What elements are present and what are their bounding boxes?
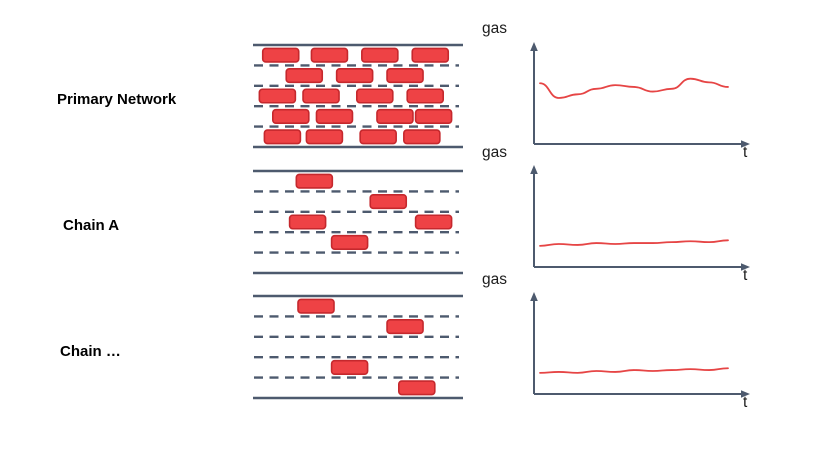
transaction-block [406, 88, 444, 104]
lane-diagram-chain-ellipsis [253, 294, 463, 400]
transaction-block [302, 88, 340, 104]
transaction-block [271, 108, 310, 124]
transaction-block [361, 47, 399, 63]
transaction-block [258, 88, 297, 104]
transaction-block [398, 380, 436, 396]
transaction-block [330, 234, 369, 250]
lane-diagram-primary [253, 43, 463, 149]
transaction-block [335, 68, 374, 84]
lane-diagram-chain-a [253, 169, 463, 275]
t-axis-label: t [743, 394, 748, 411]
transaction-block [386, 319, 424, 335]
row-label-chain-a: Chain A [63, 217, 120, 234]
transaction-block [359, 129, 397, 145]
transaction-block [376, 108, 414, 124]
transaction-block [369, 194, 408, 210]
gas-chart-primary [530, 42, 750, 148]
gas-axis-label: gas [482, 20, 507, 37]
transaction-block [414, 108, 453, 124]
transaction-block [297, 298, 335, 314]
transaction-block [403, 129, 441, 145]
transaction-block [305, 129, 344, 145]
t-axis-label: t [743, 144, 748, 161]
y-axis-arrow-icon [530, 42, 538, 51]
x-axis-arrow-icon [741, 390, 750, 398]
y-axis-arrow-icon [530, 165, 538, 174]
transaction-block [411, 47, 450, 63]
t-axis-label: t [743, 267, 748, 284]
transaction-block [315, 108, 354, 124]
gas-curve [539, 367, 729, 374]
gas-chart-chain-ellipsis [530, 292, 750, 398]
transaction-block [288, 214, 327, 230]
transaction-block [261, 47, 300, 63]
row-label-primary-network: Primary Network [57, 91, 177, 108]
transaction-block [330, 359, 369, 375]
gas-axis-label: gas [482, 271, 507, 288]
transaction-block [386, 68, 424, 84]
transaction-block [310, 47, 349, 63]
gas-chart-chain-a [530, 165, 750, 271]
transaction-block [356, 88, 394, 104]
row-label-chain-ellipsis: Chain … [60, 343, 121, 360]
y-axis-arrow-icon [530, 292, 538, 301]
gas-curve [539, 239, 729, 247]
transaction-block [285, 68, 324, 84]
gas-curve [539, 77, 729, 99]
gas-axis-label: gas [482, 144, 507, 161]
x-axis-arrow-icon [741, 263, 750, 271]
x-axis-arrow-icon [741, 140, 750, 148]
transaction-block [414, 214, 453, 230]
transaction-block [295, 173, 334, 189]
transaction-block [263, 129, 302, 145]
